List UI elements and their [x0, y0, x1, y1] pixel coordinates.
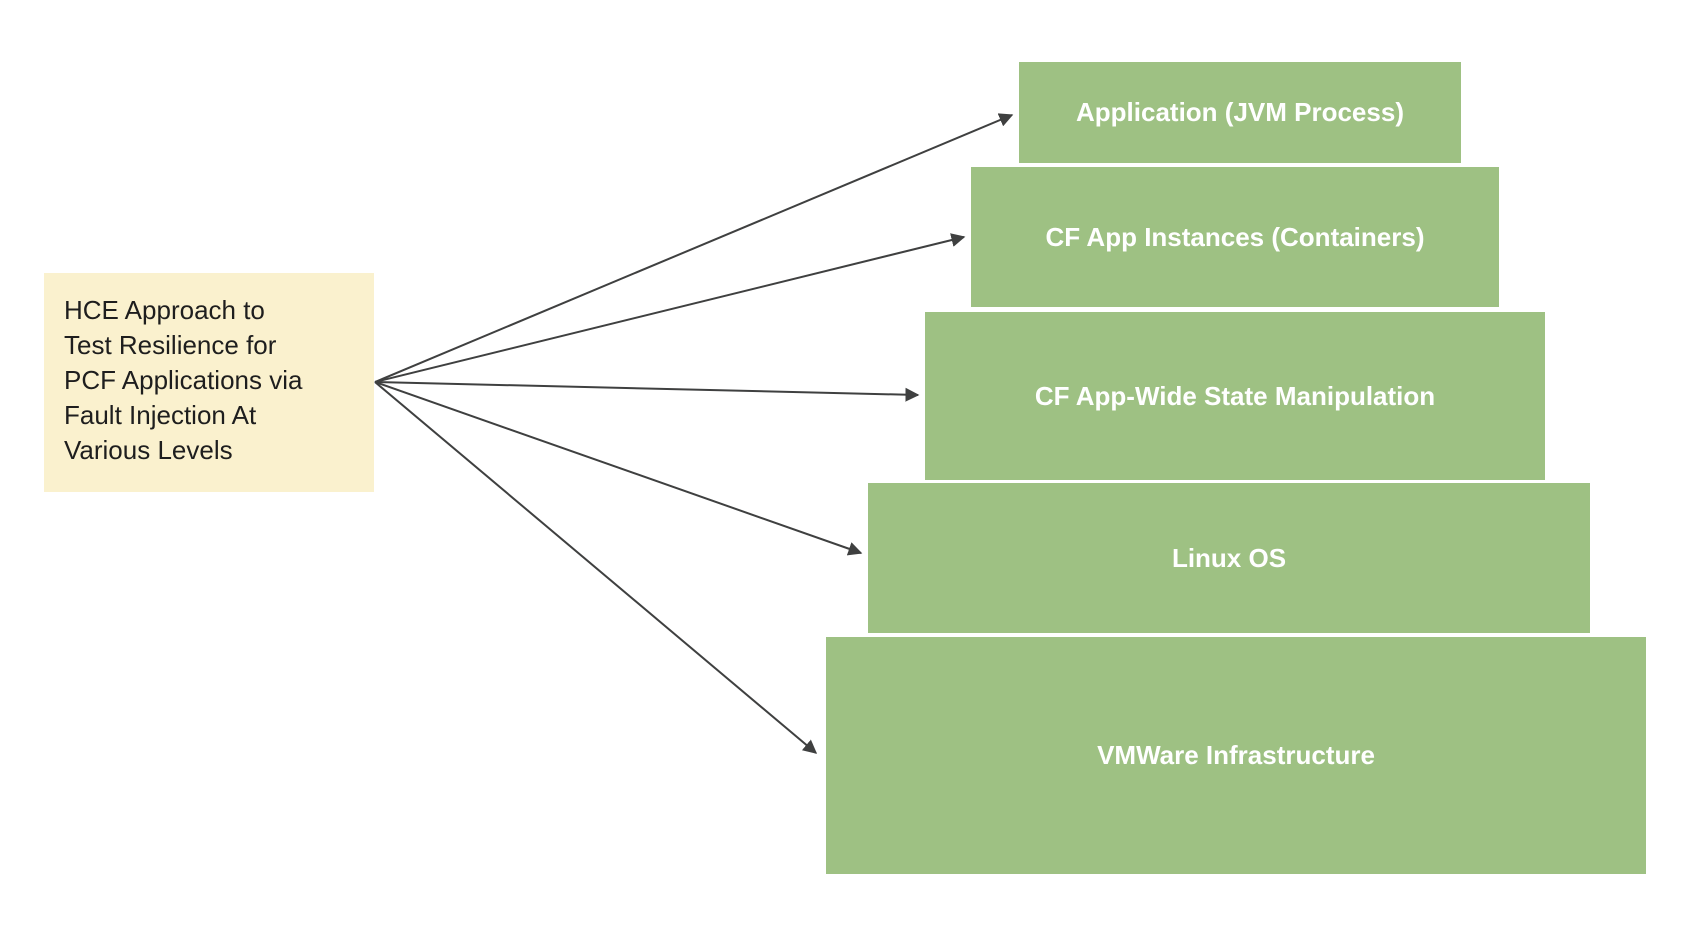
arrow-to-cf-app-wide-state [374, 381, 920, 402]
level-cf-app-instances-containers: CF App Instances (Containers) [971, 167, 1499, 307]
level-linux-os: Linux OS [868, 483, 1590, 633]
arrow-to-linux-os [374, 381, 863, 556]
level-cf-app-wide-state-manipulation: CF App-Wide State Manipulation [925, 312, 1545, 480]
level-label: VMWare Infrastructure [1097, 740, 1375, 770]
level-label: CF App-Wide State Manipulation [1034, 380, 1436, 411]
level-label: CF App Instances (Containers) [1045, 221, 1425, 252]
level-label: Application (JVM Process) [1076, 97, 1404, 127]
level-application-jvm-process: Application (JVM Process) [1019, 62, 1461, 163]
level-vmware-infrastructure: VMWare Infrastructure [826, 637, 1646, 874]
level-label: Linux OS [1171, 542, 1287, 573]
arrow-to-cf-app-instances [374, 233, 966, 383]
arrow-to-vmware-infrastructure [374, 381, 818, 754]
arrow-to-application [374, 113, 1014, 383]
approach-note: HCE Approach to Test Resilience for PCF … [44, 273, 374, 492]
